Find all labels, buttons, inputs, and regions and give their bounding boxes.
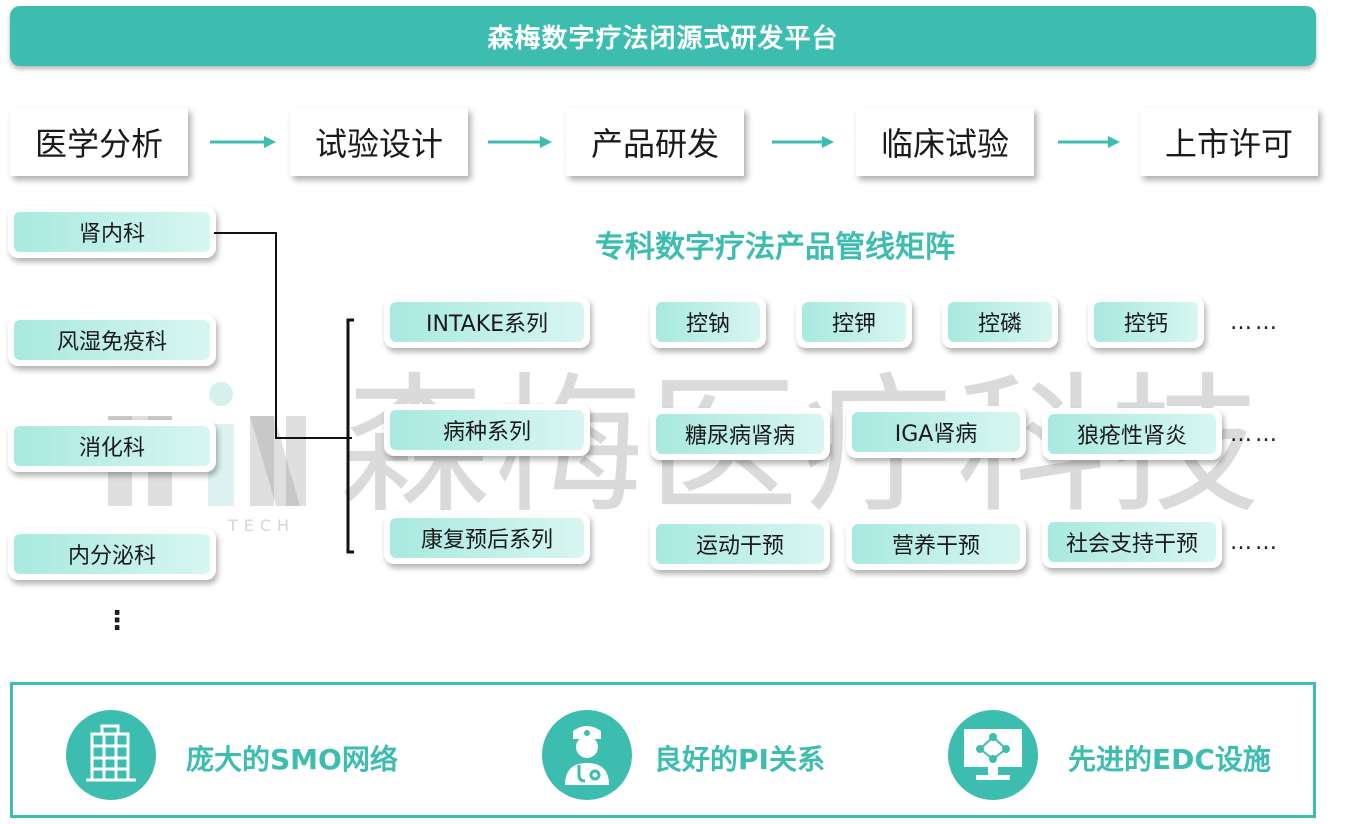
dept-label: 消化科 [14,426,210,466]
feature-pi-relations: 良好的PI关系 [654,743,825,776]
watermark-logo-sub: TECH [228,516,296,535]
series-disease: 病种系列 [384,404,590,456]
step-label: 临床试验 [880,125,1009,163]
step-market-approval: 上市许可 [1140,108,1318,176]
item-label: 社会支持干预 [1048,522,1216,562]
item-label: 运动干预 [656,524,824,564]
step-label: 产品研发 [590,125,719,163]
step-label: 试验设计 [314,125,443,163]
item-social-support-intervention: 社会支持干预 [1042,516,1222,568]
item-label: 狼疮性肾炎 [1048,414,1216,454]
item-label: 控钠 [656,302,760,342]
feature-edc-facilities: 先进的EDC设施 [1068,743,1271,776]
item-lupus-nephritis: 狼疮性肾炎 [1042,408,1222,460]
monitor-network-icon [948,710,1038,800]
dept-nephrology: 肾内科 [8,206,216,258]
row-more-dots: …… [1230,422,1280,447]
item-label: 控磷 [948,302,1052,342]
step-arrow [1058,136,1120,148]
row-more-dots: …… [1230,530,1280,555]
item-sodium-control: 控钠 [650,296,766,348]
step-label: 医学分析 [34,125,163,163]
item-label: 营养干预 [852,524,1020,564]
row-more-dots: …… [1230,310,1280,335]
dept-endocrinology: 内分泌科 [8,528,216,580]
item-label: 控钾 [802,302,906,342]
step-arrow [210,136,276,148]
series-rehab: 康复预后系列 [384,512,590,564]
platform-title: 森梅数字疗法闭源式研发平台 [487,23,839,54]
item-label: IGA肾病 [852,412,1020,452]
item-phosphorus-control: 控磷 [942,296,1058,348]
feature-smo-network: 庞大的SMO网络 [186,743,398,776]
step-arrow [772,136,834,148]
series-label: INTAKE系列 [390,302,584,342]
item-exercise-intervention: 运动干预 [650,518,830,570]
item-potassium-control: 控钾 [796,296,912,348]
step-label: 上市许可 [1164,125,1293,163]
step-arrow [488,136,552,148]
doctor-icon [542,710,632,800]
series-label: 病种系列 [390,410,584,450]
matrix-title: 专科数字疗法产品管线矩阵 [595,230,955,265]
dept-rheumatology: 风湿免疫科 [8,314,216,366]
step-clinical-trial: 临床试验 [856,108,1034,176]
connector-lines [214,232,354,554]
item-nutrition-intervention: 营养干预 [846,518,1026,570]
item-diabetic-nephropathy: 糖尿病肾病 [650,408,830,460]
item-label: 糖尿病肾病 [656,414,824,454]
capabilities-panel [10,682,1316,818]
building-icon [66,710,156,800]
series-intake: INTAKE系列 [384,296,590,348]
dept-label: 风湿免疫科 [14,320,210,360]
step-medical-analysis: 医学分析 [10,108,188,176]
step-product-rd: 产品研发 [566,108,744,176]
platform-title-bar: 森梅数字疗法闭源式研发平台 [10,6,1316,66]
dept-label: 肾内科 [14,212,210,252]
dept-more-dots: ⋮ [104,606,130,636]
step-trial-design: 试验设计 [290,108,468,176]
item-iga-nephropathy: IGA肾病 [846,406,1026,458]
item-calcium-control: 控钙 [1088,296,1204,348]
series-label: 康复预后系列 [390,518,584,558]
item-label: 控钙 [1094,302,1198,342]
dept-gastroenterology: 消化科 [8,420,216,472]
dept-label: 内分泌科 [14,534,210,574]
